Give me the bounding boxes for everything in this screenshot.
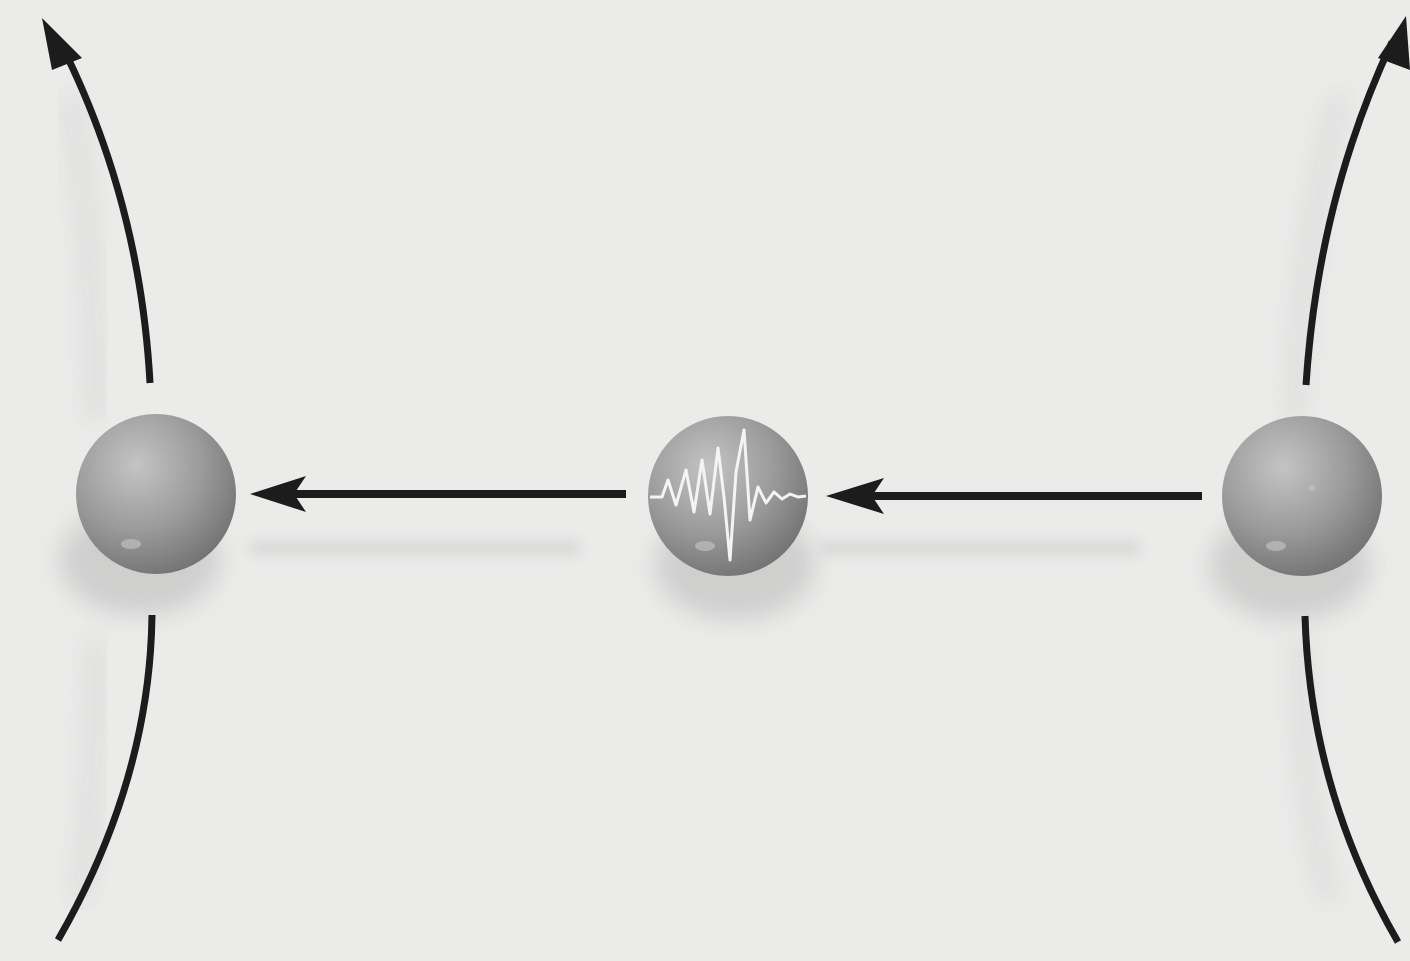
particle-left <box>76 414 236 574</box>
sphere-right-glint <box>1266 541 1286 551</box>
sphere-right-speck <box>1309 485 1315 491</box>
sphere-center-glint <box>695 541 715 551</box>
sphere-right <box>1222 416 1382 576</box>
sphere-left <box>76 414 236 574</box>
left-upper-curve <box>60 42 150 383</box>
arrow-shadow-right <box>820 542 1140 554</box>
arrow-shadow-left <box>250 542 580 554</box>
left-lower-curve <box>58 615 152 940</box>
left-upper-arrowhead <box>42 18 82 70</box>
particle-center <box>648 416 808 576</box>
right-lower-curve <box>1305 616 1398 942</box>
sphere-left-glint <box>121 539 141 549</box>
particle-right <box>1222 416 1382 576</box>
